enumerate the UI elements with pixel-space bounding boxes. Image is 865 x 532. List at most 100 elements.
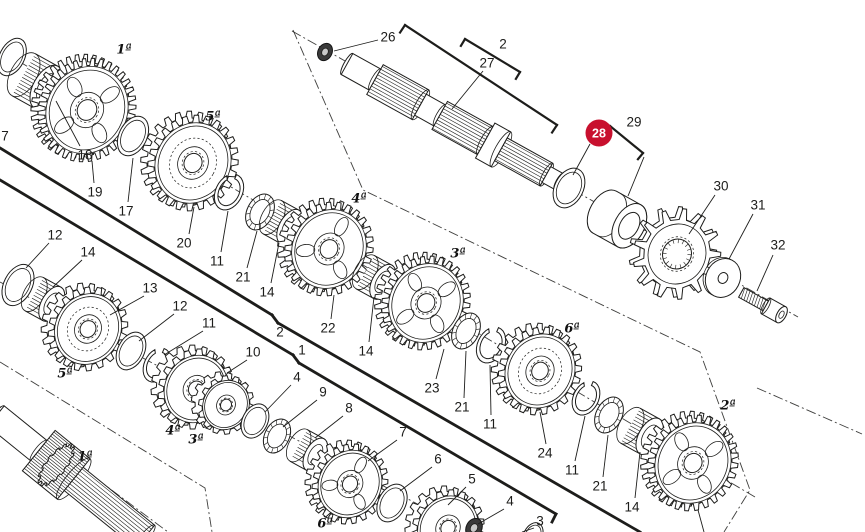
callout-11: 11: [565, 416, 585, 478]
callout-7: 7: [368, 425, 407, 462]
bearing-14b: [347, 250, 401, 303]
part-number-13[interactable]: 13: [142, 281, 157, 296]
callout-9: 9: [283, 385, 327, 428]
callout-14: 14: [53, 245, 96, 288]
part-number-4[interactable]: 4: [506, 494, 514, 509]
part-number-12[interactable]: 12: [172, 299, 187, 314]
part-number-14[interactable]: 14: [259, 285, 275, 300]
part-number-31[interactable]: 31: [750, 198, 765, 213]
group-2-line: 2: [0, 148, 640, 532]
highlighted-part-badge[interactable]: 28: [573, 119, 613, 176]
bracket-2: 2: [461, 37, 520, 79]
reference-frames: [0, 30, 862, 532]
callout-14: 14: [259, 243, 279, 300]
gear-2nd: [624, 395, 756, 527]
part-number-18[interactable]: 18: [77, 148, 92, 163]
callout-31: 31: [729, 198, 766, 260]
ring-12a: [0, 259, 41, 311]
part-number-14[interactable]: 14: [80, 245, 96, 260]
callout-12: 12: [139, 299, 188, 342]
gear-position-label: 5ª: [57, 367, 72, 382]
part-number-11[interactable]: 11: [202, 316, 216, 331]
callout-13: 13: [110, 281, 158, 316]
part-number-8[interactable]: 8: [345, 401, 353, 416]
highlight-number[interactable]: 28: [592, 127, 606, 141]
callout-14: 14: [358, 297, 374, 359]
callout-11: 11: [483, 365, 497, 432]
part-number-27[interactable]: 27: [479, 56, 494, 71]
leader-line: [698, 510, 704, 532]
part-number-5[interactable]: 5: [468, 472, 476, 487]
callout-11: 11: [210, 211, 228, 269]
callout-6: 6: [400, 452, 442, 492]
part-number-14[interactable]: 14: [624, 500, 640, 515]
parts-layer: [0, 34, 790, 532]
part-number-17[interactable]: 17: [118, 204, 133, 219]
callouts-layer: 7181917201121142214232111241121142627303…: [1, 30, 786, 532]
callout-10: 10: [227, 345, 261, 374]
washer-26: [315, 41, 336, 63]
spline-washer-21c: [589, 392, 629, 438]
callout-21: 21: [454, 351, 470, 415]
part-number-23[interactable]: 23: [424, 381, 439, 396]
washer-17-left: [0, 34, 32, 81]
part-number-21[interactable]: 21: [454, 400, 469, 415]
part-number-19[interactable]: 19: [87, 185, 102, 200]
part-number-24[interactable]: 24: [537, 446, 553, 461]
part-number-9[interactable]: 9: [319, 385, 327, 400]
callout-4: 4: [478, 494, 514, 525]
part-number-11[interactable]: 11: [565, 463, 579, 478]
part-number-14[interactable]: 14: [358, 344, 374, 359]
part-number-7[interactable]: 7: [1, 129, 9, 144]
part-number-7[interactable]: 7: [399, 425, 407, 440]
gear-5th-13: [26, 269, 142, 386]
highlight-circle[interactable]: [585, 119, 613, 147]
callout-12: 12: [26, 228, 63, 269]
callout-7: 7: [1, 129, 9, 144]
gear-position-label: 4ª: [165, 424, 180, 439]
gear-5th-20: [124, 95, 256, 227]
part-number-11[interactable]: 11: [210, 254, 224, 269]
group-label-2[interactable]: 2: [276, 325, 284, 340]
group-label-1[interactable]: 1: [298, 343, 306, 358]
oring-28: [547, 163, 592, 213]
callout-17: 17: [118, 158, 134, 219]
gear-position-label: 6ª: [317, 517, 332, 532]
gear-1st-19: [13, 37, 155, 180]
part-number-11[interactable]: 11: [483, 417, 497, 432]
highlight-layer: 28: [573, 119, 613, 176]
part-number-12[interactable]: 12: [47, 228, 62, 243]
part-number-32[interactable]: 32: [770, 238, 785, 253]
part-number-30[interactable]: 30: [713, 179, 728, 194]
gear-position-label: 1ª: [116, 43, 131, 58]
part-number-2[interactable]: 2: [499, 37, 507, 52]
gear-position-label: 3ª: [450, 247, 465, 262]
spacer-29: [580, 184, 654, 254]
part-number-29[interactable]: 29: [626, 115, 641, 130]
bolt-32: [737, 285, 790, 325]
callout-18: 18: [56, 101, 93, 163]
part-number-21[interactable]: 21: [235, 270, 250, 285]
part-number-6[interactable]: 6: [434, 452, 442, 467]
spline-washer-21a: [240, 189, 280, 235]
callout-8: 8: [315, 401, 353, 439]
part-number-10[interactable]: 10: [245, 345, 260, 360]
part-number-20[interactable]: 20: [176, 236, 191, 251]
part-number-22[interactable]: 22: [320, 321, 335, 336]
frame-line: [0, 362, 212, 532]
gear-position-label: 3ª: [188, 433, 203, 448]
callout-19: 19: [87, 161, 103, 200]
callout-30: 30: [689, 179, 729, 235]
part-number-21[interactable]: 21: [592, 479, 607, 494]
gear-6th-7: [291, 426, 402, 532]
part-number-26[interactable]: 26: [380, 30, 395, 45]
shaft-27: [335, 45, 571, 200]
callout-4: 4: [265, 370, 301, 413]
part-number-4[interactable]: 4: [293, 370, 301, 385]
part-number-3[interactable]: 3: [536, 514, 544, 529]
callout-23: 23: [424, 349, 444, 396]
gear-position-label: 5ª: [205, 110, 220, 125]
